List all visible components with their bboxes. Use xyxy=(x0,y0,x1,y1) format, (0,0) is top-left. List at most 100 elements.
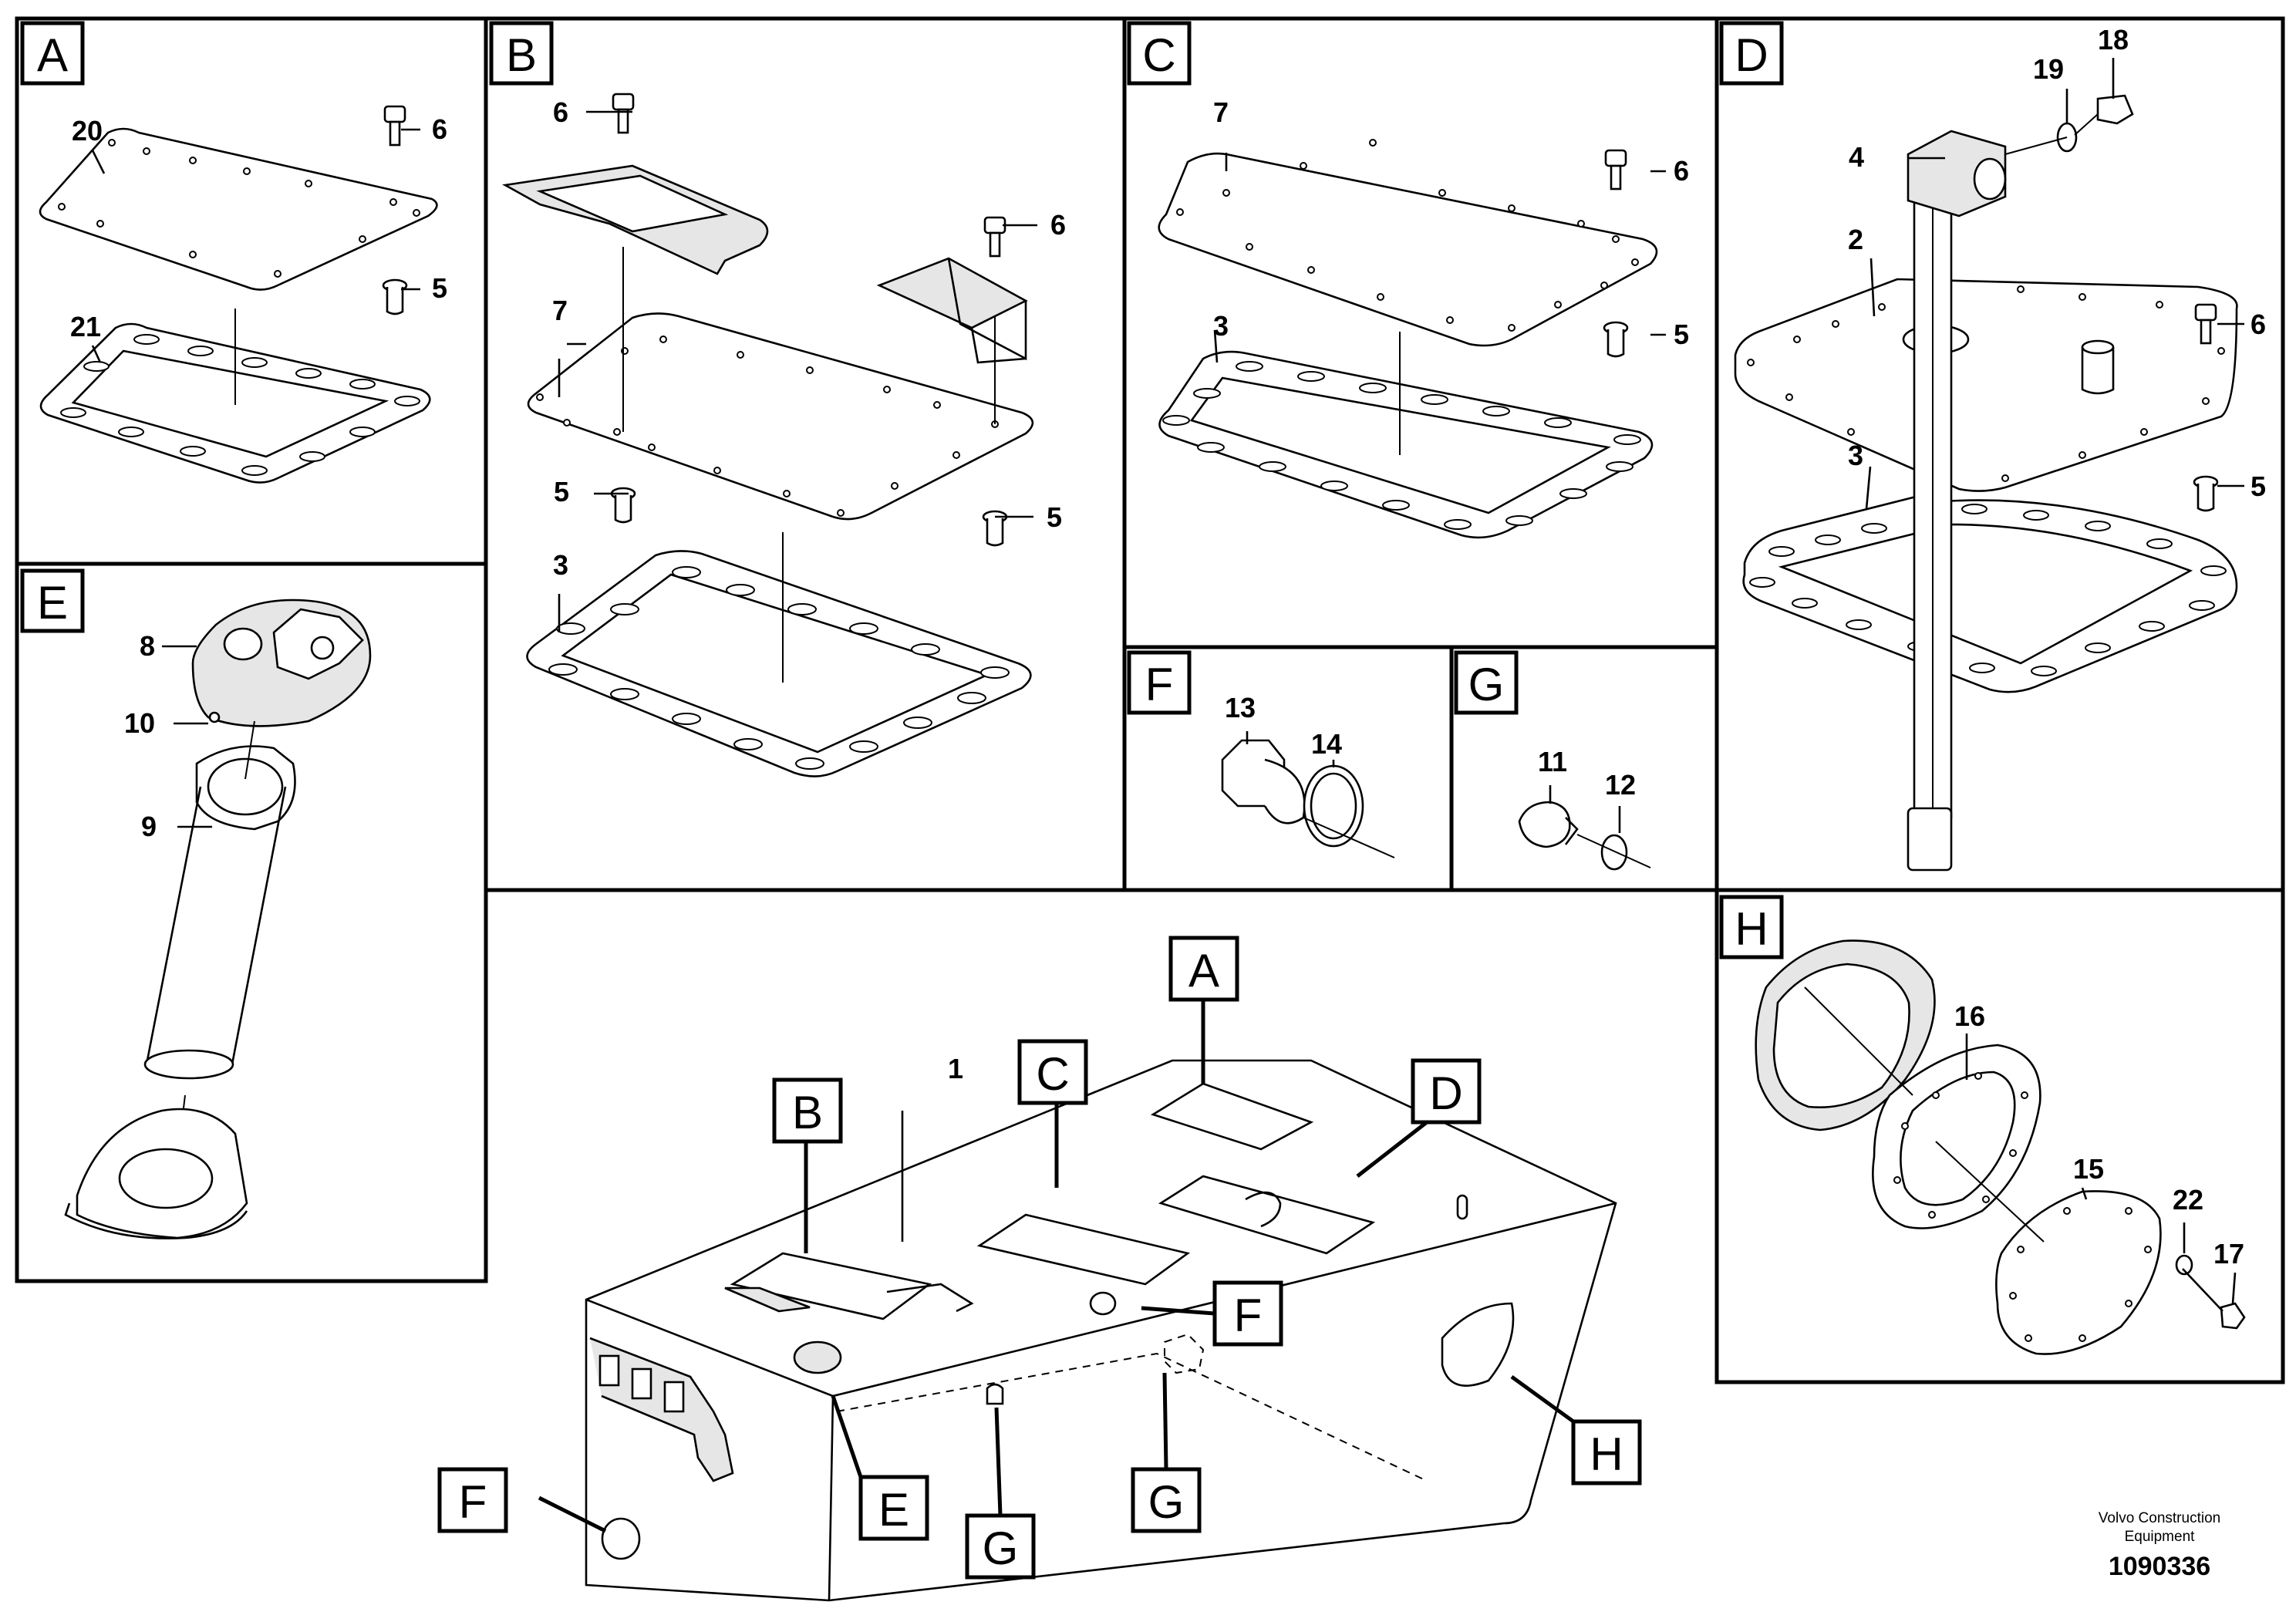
callout-g-right: G xyxy=(1131,1467,1202,1533)
panel-h xyxy=(1755,939,2246,1355)
callout-g-left: G xyxy=(965,1513,1036,1580)
plug-11 xyxy=(1518,801,1571,848)
channel-bracket xyxy=(876,257,1028,329)
cover-plate-20 xyxy=(39,127,438,291)
panel-frames xyxy=(15,16,2285,1384)
part-number-1: 1 xyxy=(948,1053,963,1084)
tank-cover-b xyxy=(730,1252,932,1320)
svg-text:B: B xyxy=(792,1087,823,1138)
part-number-13: 13 xyxy=(1225,692,1256,723)
panel-e xyxy=(64,599,372,1239)
fuel-tank-1 xyxy=(585,1059,1617,1602)
company-name-line1: Volvo Construction xyxy=(2099,1510,2220,1526)
part-number-16: 16 xyxy=(1954,1000,1985,1032)
svg-text:D: D xyxy=(1735,29,1768,81)
part-number-3: 3 xyxy=(1213,310,1229,342)
panel-g xyxy=(1518,801,1651,871)
part-number-6: 6 xyxy=(1050,209,1066,241)
part-number-12: 12 xyxy=(1605,769,1636,801)
svg-text:F: F xyxy=(459,1476,487,1528)
part-number-18: 18 xyxy=(2098,24,2129,56)
part-number-11: 11 xyxy=(1538,746,1567,777)
part-number-5: 5 xyxy=(2250,470,2266,502)
company-name-line2: Equipment xyxy=(2125,1529,2196,1545)
panel-f xyxy=(1221,739,1395,858)
callout-h: H xyxy=(1571,1419,1642,1485)
panel-b xyxy=(502,93,1034,777)
cover-plate-7 xyxy=(527,312,1034,521)
part-number-19: 19 xyxy=(2033,53,2064,85)
part-number-20: 20 xyxy=(72,115,103,147)
plug-18 xyxy=(2096,94,2134,125)
drawing-number: 1090336 xyxy=(2109,1552,2210,1581)
strainer-9 xyxy=(143,1049,234,1080)
tank-filler-e xyxy=(793,1340,842,1374)
part-number-3: 3 xyxy=(553,549,568,581)
section-label-c: C xyxy=(1127,21,1192,86)
gasket-slots xyxy=(548,566,1010,770)
callout-f-lower: F xyxy=(437,1467,508,1533)
section-label-a: A xyxy=(20,21,85,86)
svg-text:C: C xyxy=(1036,1048,1069,1100)
part-number-2: 2 xyxy=(1848,224,1863,255)
part-number-14: 14 xyxy=(1311,728,1342,760)
section-pointers xyxy=(538,1000,1575,1533)
svg-text:C: C xyxy=(1142,29,1175,81)
part-number-9: 9 xyxy=(141,811,157,842)
tank-side-handle xyxy=(589,1337,734,1482)
callout-f-upper: F xyxy=(1212,1280,1283,1347)
svg-text:E: E xyxy=(878,1484,909,1536)
cover-plate-7-c xyxy=(1158,152,1658,347)
section-label-f: F xyxy=(1127,650,1192,715)
plate-holes xyxy=(1176,139,1639,332)
svg-text:H: H xyxy=(1590,1428,1623,1480)
part-number-21: 21 xyxy=(70,311,101,342)
tank-cover-h xyxy=(1441,1302,1515,1387)
gasket-slots xyxy=(60,334,420,476)
svg-text:G: G xyxy=(1148,1476,1185,1528)
svg-text:E: E xyxy=(37,577,68,629)
part-numbers: 20 6 5 21 6 6 7 5 5 3 7 6 3 5 18 19 4 2 … xyxy=(70,24,2266,1270)
svg-text:F: F xyxy=(1145,659,1174,710)
washer-22 xyxy=(2175,1254,2193,1276)
tank-cover-a xyxy=(1150,1082,1314,1151)
callout-e: E xyxy=(858,1475,929,1541)
part-number-22: 22 xyxy=(2173,1184,2203,1216)
part-number-7: 7 xyxy=(552,295,568,326)
section-label-b: B xyxy=(489,21,554,86)
svg-text:H: H xyxy=(1735,903,1768,955)
part-number-8: 8 xyxy=(140,630,155,662)
part-number-5: 5 xyxy=(1674,319,1689,350)
part-number-6: 6 xyxy=(553,96,568,128)
part-number-3: 3 xyxy=(1848,440,1863,471)
tank-cover-c xyxy=(976,1213,1191,1286)
section-label-g: G xyxy=(1454,650,1519,715)
part-number-5: 5 xyxy=(1047,501,1062,533)
part-number-6: 6 xyxy=(432,113,447,145)
section-label-d: D xyxy=(1719,21,1784,86)
svg-text:A: A xyxy=(1188,945,1219,996)
bolt-17 xyxy=(2220,1302,2246,1330)
plate-holes xyxy=(58,139,420,278)
svg-text:D: D xyxy=(1429,1067,1462,1119)
part-number-6: 6 xyxy=(1674,155,1689,187)
callout-b: B xyxy=(772,1077,843,1144)
svg-text:G: G xyxy=(1468,659,1505,710)
part-number-5: 5 xyxy=(554,476,569,508)
svg-text:B: B xyxy=(506,29,537,81)
part-number-17: 17 xyxy=(2213,1238,2244,1270)
callout-c: C xyxy=(1017,1039,1088,1105)
svg-text:G: G xyxy=(983,1523,1019,1574)
part-number-6: 6 xyxy=(2250,309,2266,340)
part-number-4: 4 xyxy=(1849,141,1864,173)
tank-plug-f2 xyxy=(601,1517,641,1560)
tank-cover-d xyxy=(1158,1175,1376,1255)
part-number-10: 10 xyxy=(124,707,155,739)
panel-d xyxy=(1734,94,2238,872)
part-number-7: 7 xyxy=(1213,96,1229,128)
section-labels: A B C D E F G H xyxy=(20,21,1784,1580)
callout-a: A xyxy=(1168,936,1239,1002)
callout-d: D xyxy=(1411,1058,1482,1125)
tank-plug-g1 xyxy=(986,1383,1004,1405)
